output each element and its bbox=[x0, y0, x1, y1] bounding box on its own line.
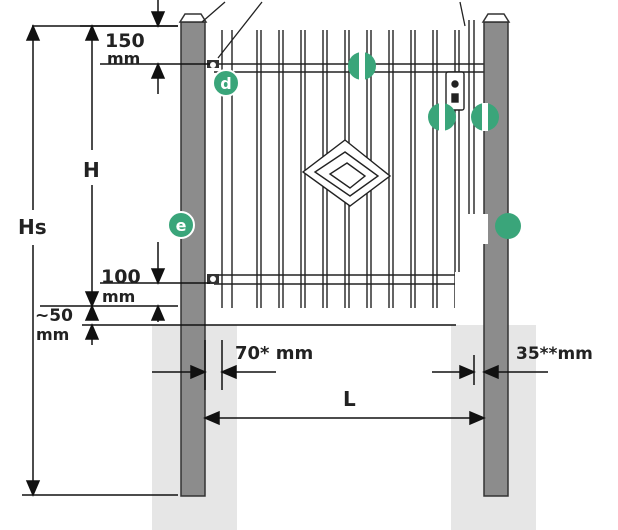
top-offset-dimension bbox=[100, 0, 210, 94]
mask-bottom bbox=[455, 272, 485, 322]
lock-box bbox=[445, 71, 465, 111]
post-gap-right: 35**mm bbox=[516, 344, 593, 364]
bottom-offset-dimension bbox=[40, 242, 210, 322]
h-dimension-line bbox=[80, 24, 178, 308]
left-gap-dimension bbox=[152, 340, 276, 390]
right-post bbox=[483, 21, 509, 497]
top-offset-value: 150 bbox=[105, 30, 145, 52]
badge-lock-right bbox=[471, 103, 499, 131]
ground-gap-value: ~50 bbox=[35, 306, 73, 326]
right-gap-dimension bbox=[432, 355, 548, 385]
ground-gap-dimension bbox=[82, 304, 456, 345]
ground-gap-unit: mm bbox=[36, 325, 69, 344]
badge-e: e bbox=[167, 211, 195, 239]
bottom-hinge bbox=[207, 274, 219, 284]
badge-e-label: e bbox=[176, 216, 187, 235]
post-gap-left: 70* mm bbox=[235, 343, 313, 364]
top-offset-unit: mm bbox=[107, 49, 140, 68]
clear-width-dimension bbox=[203, 410, 486, 426]
bottom-offset-unit: mm bbox=[102, 287, 135, 306]
left-post-cap bbox=[178, 13, 208, 23]
badge-d: d bbox=[212, 69, 240, 97]
left-post bbox=[180, 21, 206, 497]
badge-right-partial bbox=[462, 213, 521, 244]
bottom-offset-value: 100 bbox=[101, 266, 141, 288]
badge-lock-left bbox=[428, 103, 456, 131]
badge-top-rail bbox=[348, 52, 376, 80]
total-height-label: Hs bbox=[18, 215, 47, 239]
right-post-cap bbox=[481, 13, 511, 23]
height-label: H bbox=[83, 158, 100, 182]
diamond-ornament bbox=[301, 139, 392, 207]
clear-width-label: L bbox=[343, 387, 356, 411]
leader-lines bbox=[201, 1, 466, 59]
badge-d-label: d bbox=[220, 74, 231, 93]
top-hinge bbox=[207, 60, 219, 68]
